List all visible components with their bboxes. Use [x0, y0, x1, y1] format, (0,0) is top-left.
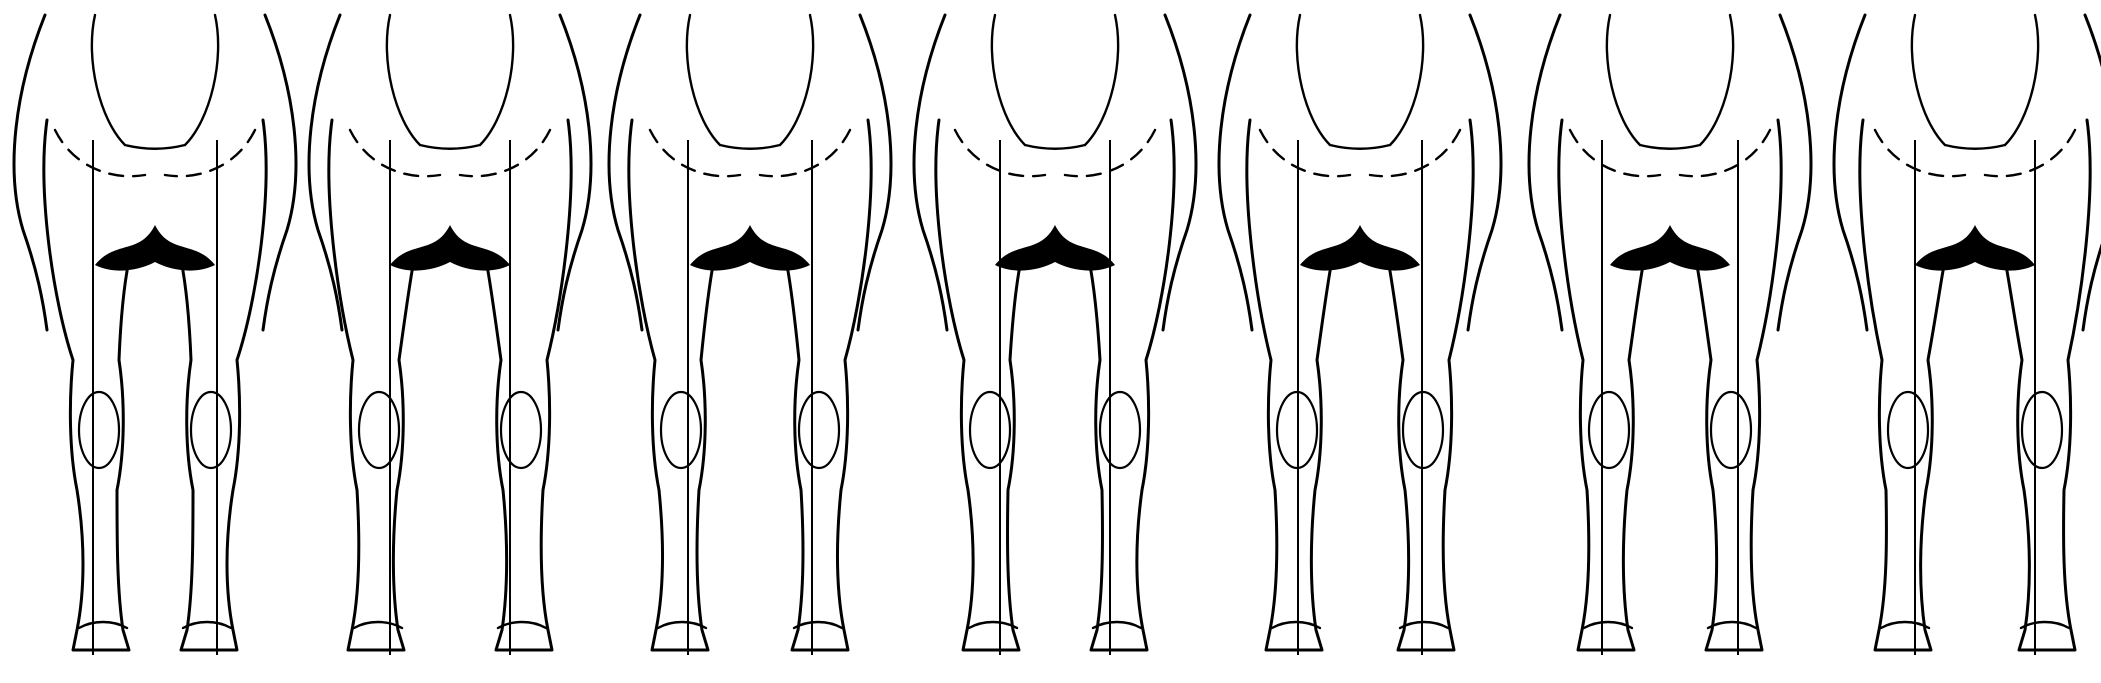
conformation-panel — [1217, 13, 1503, 655]
muscle-contour — [53, 128, 257, 178]
right-foreleg — [784, 118, 873, 652]
knee-joint — [659, 390, 703, 470]
neck-line — [1910, 13, 2040, 150]
left-foreleg — [42, 118, 131, 652]
neck-line — [90, 13, 220, 150]
muscle-contour — [1568, 128, 1772, 178]
conformation-panel — [912, 13, 1198, 655]
knee-joint — [77, 390, 121, 470]
right-foreleg — [484, 118, 573, 652]
coronet-line — [352, 620, 404, 630]
conformation-panel — [1527, 13, 1813, 655]
right-foreleg — [1087, 118, 1176, 652]
coronet-line — [1270, 620, 1322, 630]
brisket-shading — [390, 225, 510, 271]
knee-joint — [797, 390, 841, 470]
brisket-shading — [1300, 225, 1420, 271]
left-foreleg — [934, 118, 1023, 652]
muscle-contour — [1258, 128, 1462, 178]
brisket-shading — [95, 225, 215, 271]
chest-outline — [12, 13, 298, 332]
coronet-line — [1091, 620, 1143, 630]
conformation-panel — [607, 13, 893, 655]
chest-outline — [607, 13, 893, 332]
chest-outline — [1832, 13, 2101, 332]
chest-outline — [912, 13, 1198, 332]
left-foreleg — [627, 118, 716, 652]
right-foreleg — [2003, 118, 2092, 652]
knee-joint — [499, 390, 543, 470]
coronet-line — [656, 620, 708, 630]
brisket-shading — [1610, 225, 1730, 271]
muscle-contour — [348, 128, 552, 178]
neck-line — [685, 13, 815, 150]
knee-joint — [1709, 390, 1753, 470]
neck-line — [990, 13, 1120, 150]
right-foreleg — [1694, 118, 1783, 652]
left-foreleg — [327, 118, 416, 652]
coronet-line — [967, 620, 1019, 630]
knee-joint — [1886, 390, 1930, 470]
conformation-panel — [1832, 13, 2101, 655]
conformation-panel — [12, 13, 298, 655]
coronet-line — [496, 620, 548, 630]
left-foreleg — [1557, 118, 1646, 652]
muscle-contour — [953, 128, 1157, 178]
knee-joint — [357, 390, 401, 470]
muscle-contour — [648, 128, 852, 178]
coronet-line — [1879, 620, 1931, 630]
brisket-shading — [1915, 225, 2035, 271]
knee-joint — [1587, 390, 1631, 470]
left-foreleg — [1858, 118, 1947, 652]
coronet-line — [1398, 620, 1450, 630]
conformation-panel — [307, 13, 593, 655]
neck-line — [1605, 13, 1735, 150]
neck-line — [1295, 13, 1425, 150]
coronet-line — [792, 620, 844, 630]
coronet-line — [1582, 620, 1634, 630]
right-foreleg — [179, 118, 268, 652]
brisket-shading — [995, 225, 1115, 271]
chest-outline — [1527, 13, 1813, 332]
knee-joint — [1098, 390, 1142, 470]
right-foreleg — [1386, 118, 1475, 652]
left-foreleg — [1245, 118, 1334, 652]
coronet-line — [1706, 620, 1758, 630]
chest-outline — [307, 13, 593, 332]
muscle-contour — [1873, 128, 2077, 178]
knee-joint — [968, 390, 1012, 470]
neck-line — [385, 13, 515, 150]
coronet-line — [77, 620, 129, 630]
knee-joint — [2020, 390, 2064, 470]
brisket-shading — [690, 225, 810, 271]
chest-outline — [1217, 13, 1503, 332]
knee-joint — [189, 390, 233, 470]
coronet-line — [181, 620, 233, 630]
coronet-line — [2019, 620, 2071, 630]
